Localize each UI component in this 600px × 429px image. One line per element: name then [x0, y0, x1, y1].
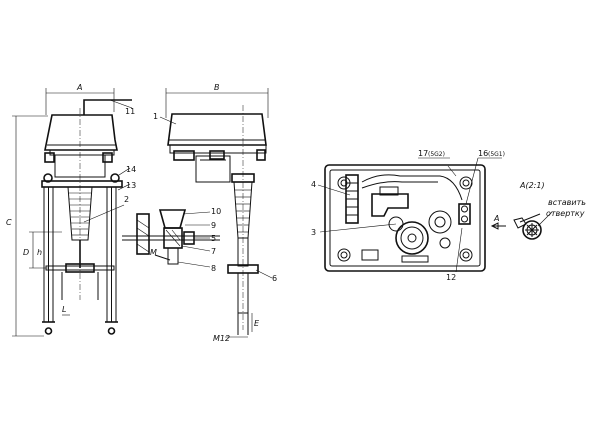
part-13-label: 13 [126, 181, 136, 190]
detail-a-title: A(2:1) [519, 181, 545, 190]
part-16-label: 16 [478, 149, 488, 158]
part-3-label: 3 [311, 228, 316, 237]
thread-label: M12 [213, 334, 230, 343]
front-view: A 11 14 13 [6, 83, 136, 337]
part-2-label: 2 [124, 195, 129, 204]
part-5-label: 5 [211, 234, 216, 243]
dim-h-label: h [37, 248, 42, 257]
part-7-label: 7 [211, 247, 216, 256]
dim-c-label: C [6, 218, 12, 227]
dim-d-label: D [23, 248, 29, 257]
part-8-label: 8 [211, 264, 216, 273]
dim-b-label: B [214, 83, 220, 92]
part-9-label: 9 [211, 221, 216, 230]
dim-e-label: E [254, 319, 260, 328]
dim-l-label: L [62, 305, 66, 314]
coupling-detail: 10 9 5 7 8 M [122, 207, 221, 273]
dim-a-label: A [76, 83, 82, 92]
detail-a-note-1: вставить [548, 198, 586, 207]
part-4-label: 4 [311, 180, 316, 189]
part-10-label: 10 [211, 207, 221, 216]
detail-a: A(2:1) вставить отвертку [513, 181, 586, 240]
plan-view: 4 3 17 (5G2) 16 (5G1) 12 [311, 149, 506, 282]
part-12-label: 12 [446, 273, 456, 282]
part-17-label: 17 [418, 149, 428, 158]
part-6-label: 6 [272, 274, 277, 283]
part-17-note: (5G2) [428, 151, 445, 158]
part-11-label: 11 [125, 107, 135, 116]
part-14-label: 14 [126, 165, 136, 174]
part-1-label: 1 [153, 112, 158, 121]
part-16-note: (5G1) [488, 151, 505, 158]
detail-a-note-2: отвертку [546, 209, 585, 218]
view-arrow-label: A [493, 214, 499, 223]
dim-m-label: M [150, 248, 157, 257]
side-view: B 1 6 E M12 [153, 83, 277, 343]
